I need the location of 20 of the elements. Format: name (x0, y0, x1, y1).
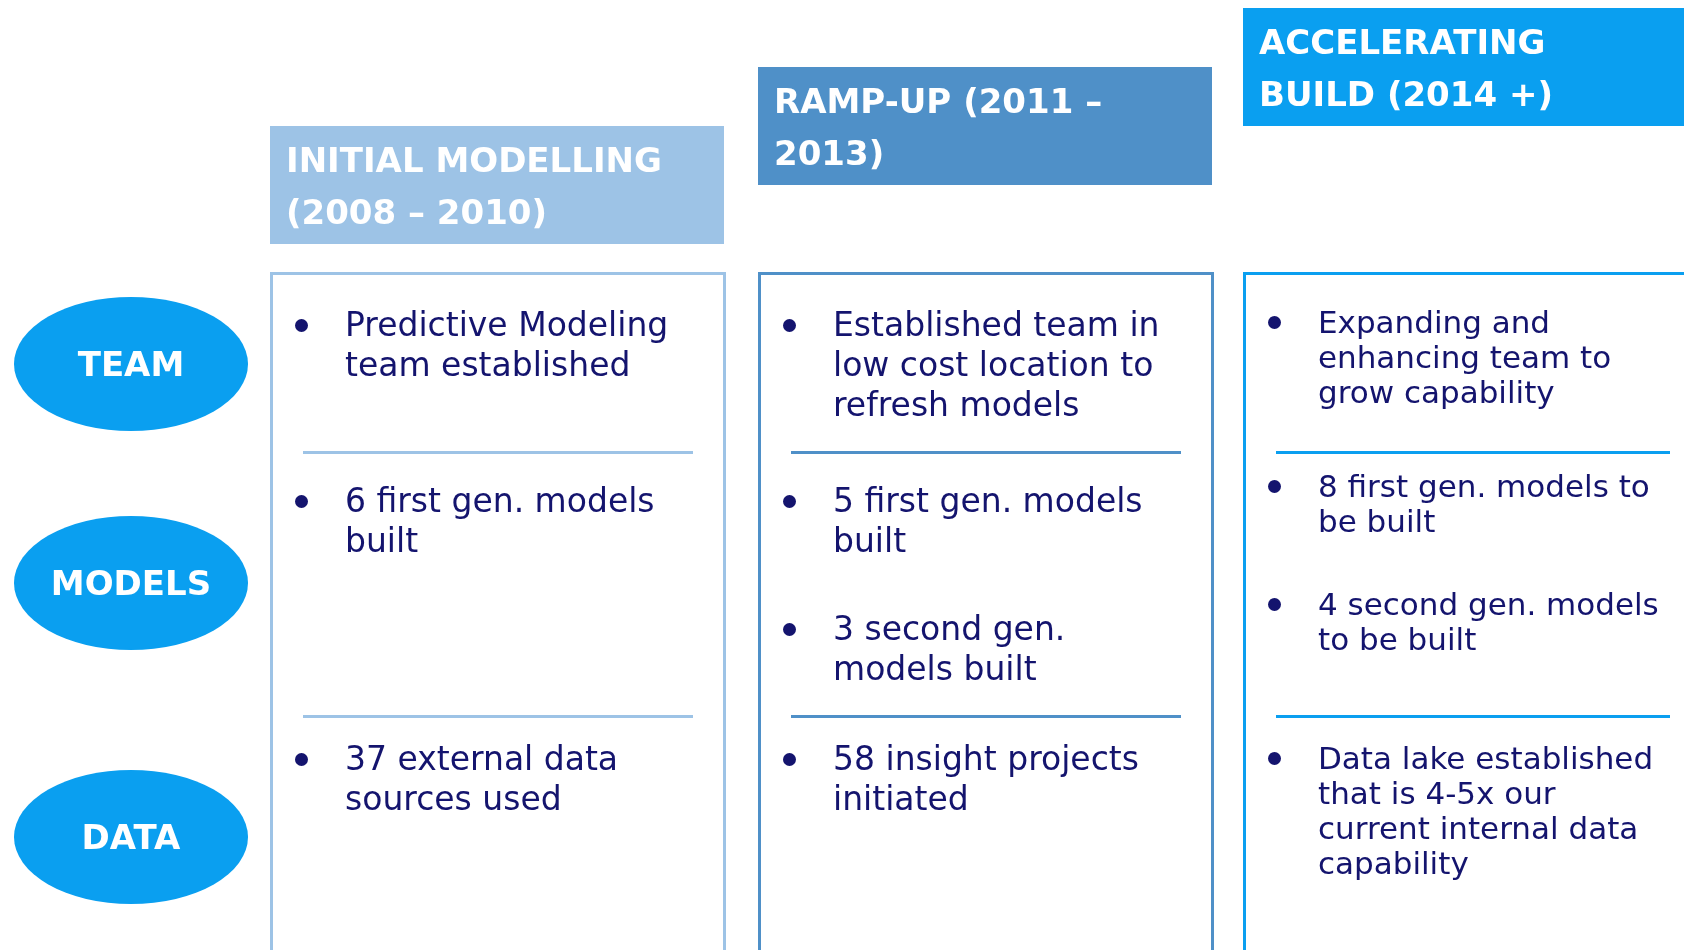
category-oval: TEAM (14, 297, 248, 431)
column-panel (270, 272, 726, 950)
bullet-point: Expanding and enhancing team to grow capability (1246, 305, 1666, 410)
bullet-point: 8 first gen. models to be built (1246, 469, 1666, 539)
bullet-point: 58 insight projects initiated (761, 739, 1177, 819)
column-panel (758, 272, 1214, 950)
bullet-point: Established team in low cost location to refresh models (761, 305, 1177, 425)
bullet-point: 4 second gen. models to be built (1246, 587, 1666, 657)
phase-header: RAMP-UP (2011 – 2013) (758, 67, 1212, 185)
bullet-point: 3 second gen. models built (761, 609, 1177, 689)
bullet-point: Data lake established that is 4-5x our current internal data capability (1246, 741, 1666, 881)
phase-header: ACCELERATING BUILD (2014 +) (1243, 8, 1684, 126)
phase-header: INITIAL MODELLING (2008 – 2010) (270, 126, 724, 244)
category-oval: MODELS (14, 516, 248, 650)
bullet-point: 6 first gen. models built (273, 481, 689, 561)
column-panel (1243, 272, 1684, 950)
bullet-point: Predictive Modeling team established (273, 305, 689, 385)
bullet-point: 37 external data sources used (273, 739, 689, 819)
bullet-point: 5 first gen. models built (761, 481, 1177, 561)
category-oval: DATA (14, 770, 248, 904)
